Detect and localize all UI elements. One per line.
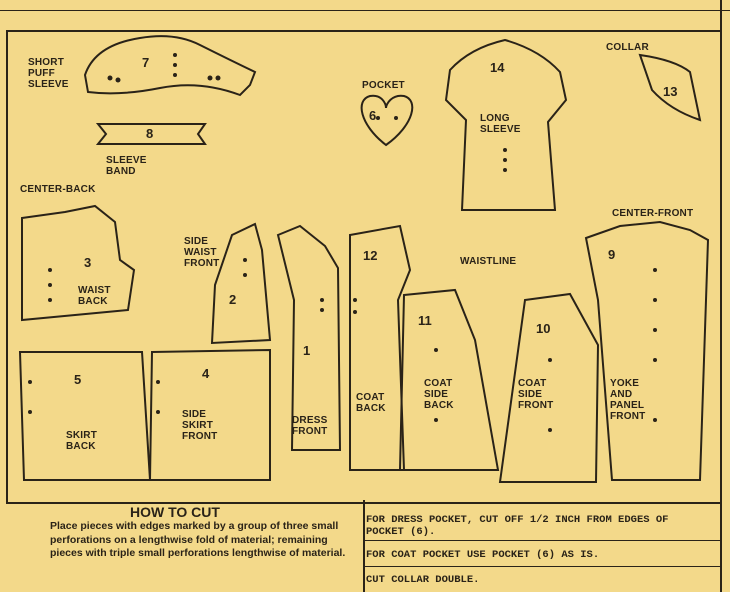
piece-14-label: LONG SLEEVE [480, 113, 521, 135]
piece-1-outline [276, 224, 342, 451]
piece-11-label: COAT SIDE BACK [424, 378, 454, 411]
piece-5-outline [18, 351, 152, 481]
piece-7-number: 7 [142, 55, 150, 70]
piece-3-outline [21, 204, 136, 322]
piece-1-number: 1 [303, 343, 311, 358]
piece-5-number: 5 [74, 372, 82, 387]
piece-3-extra: CENTER-BACK [20, 184, 96, 195]
piece-2-number: 2 [229, 292, 237, 307]
note-dress-pocket: FOR DRESS POCKET, CUT OFF 1/2 INCH FROM … [366, 514, 669, 538]
piece-9-extra: CENTER-FRONT [612, 208, 694, 219]
piece-3-number: 3 [84, 255, 92, 270]
piece-6-number: 6 [369, 108, 377, 123]
piece-6-label: POCKET [362, 80, 405, 91]
waistline-label: WAISTLINE [460, 256, 517, 267]
note-rule-2 [364, 566, 720, 567]
note-collar: CUT COLLAR DOUBLE. [366, 574, 480, 586]
piece-13-number: 13 [663, 84, 678, 99]
piece-10-outline [498, 292, 600, 483]
piece-9-label: YOKE AND PANEL FRONT [610, 378, 646, 422]
piece-4-label: SIDE SKIRT FRONT [182, 409, 218, 442]
piece-14-outline [444, 38, 568, 211]
how-to-cut-title: HOW TO CUT [130, 504, 220, 520]
piece-12-label: COAT BACK [356, 392, 386, 414]
piece-9-outline [584, 220, 710, 481]
piece-14-number: 14 [490, 60, 505, 75]
piece-4-number: 4 [202, 366, 210, 381]
piece-8-label: SLEEVE BAND [106, 155, 147, 177]
piece-5-label: SKIRT BACK [66, 430, 97, 452]
piece-11-number: 11 [418, 313, 432, 328]
note-coat-pocket: FOR COAT POCKET USE POCKET (6) AS IS. [366, 549, 600, 561]
piece-8-number: 8 [146, 126, 154, 141]
piece-7-label: SHORT PUFF SLEEVE [28, 57, 69, 90]
piece-1-label: DRESS FRONT [292, 415, 328, 437]
piece-12-outline [349, 224, 412, 471]
pattern-pieces-drawing [18, 35, 710, 483]
piece-7-outline [83, 35, 257, 97]
how-to-cut-text: Place pieces with edges marked by a grou… [50, 520, 346, 559]
piece-10-number: 10 [536, 321, 551, 336]
instructions-panel: HOW TO CUT Place pieces with edges marke… [0, 500, 720, 592]
piece-9-number: 9 [608, 247, 616, 262]
perforation-marks [28, 53, 657, 432]
piece-6-outline [360, 94, 414, 147]
piece-2-outline [210, 222, 272, 345]
piece-8-outline [95, 123, 207, 145]
piece-13-label: COLLAR [606, 42, 649, 53]
piece-12-number: 12 [363, 248, 378, 263]
piece-13-outline [638, 53, 702, 122]
instructions-divider [363, 500, 365, 592]
piece-10-label: COAT SIDE FRONT [518, 378, 554, 411]
piece-3-label: WAIST BACK [78, 285, 111, 307]
piece-11-outline [398, 288, 500, 471]
piece-2-label: SIDE WAIST FRONT [184, 236, 220, 269]
piece-4-outline [148, 348, 271, 481]
top-rule [0, 10, 730, 11]
note-rule-1 [364, 540, 720, 541]
